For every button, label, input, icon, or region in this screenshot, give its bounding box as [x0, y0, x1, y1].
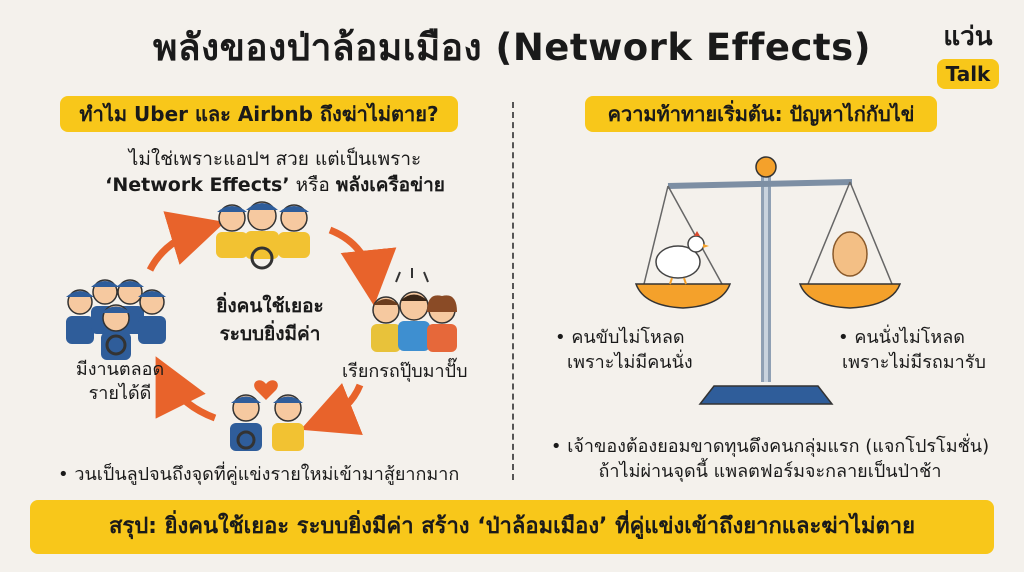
driver-crowd-icon	[66, 279, 166, 360]
bullet-owner-line-1: • เจ้าของต้องยอมขาดทุนดึงคนกลุ่มแรก (แจก…	[550, 436, 990, 457]
cycle-arrow-bottom-right	[300, 382, 364, 435]
bullet-riders: • คนนั่งไม่โหลด เพราะไม่มีรถมารับ	[838, 325, 1013, 375]
bullet-riders-line-2: เพราะไม่มีรถมารับ	[842, 352, 986, 373]
logo-badge: Talk	[937, 59, 999, 89]
label-jobs-line-2: รายได้ดี	[88, 383, 152, 404]
balance-scale-icon	[634, 156, 902, 405]
lead-line-2: ‘Network Effects’ หรือ พลังเครือข่าย	[80, 172, 470, 198]
label-steady-jobs: มีงานตลอด รายได้ดี	[60, 358, 180, 406]
bullet-drivers-line-1: • คนขับไม่โหลด	[555, 327, 685, 348]
lead-connector: หรือ	[289, 174, 336, 196]
left-bullet-loop: • วนเป็นลูปจนถึงจุดที่คู่แข่งรายใหม่เข้า…	[58, 464, 460, 485]
passenger-group-icon	[371, 268, 457, 352]
cycle-arrow-top-left	[146, 211, 226, 272]
cycle-center-text: ยิ่งคนใช้เยอะ ระบบยิ่งมีค่า	[185, 292, 355, 348]
driver-group-top-icon	[216, 201, 310, 270]
cycle-center-line-2: ระบบยิ่งมีค่า	[219, 323, 321, 345]
cycle-arrow-top-right	[328, 226, 397, 306]
cycle-arrow-bottom-left	[155, 356, 217, 422]
logo: แว่น Talk	[928, 16, 1008, 89]
logo-text: แว่น	[943, 22, 993, 52]
right-section-heading: ความท้าทายเริ่มต้น: ปัญหาไก่กับไข่	[585, 96, 937, 132]
bullet-drivers: • คนขับไม่โหลด เพราะไม่มีคนนั่ง	[555, 325, 745, 375]
label-jobs-line-1: มีงานตลอด	[75, 359, 165, 380]
bullet-owner-line-2: ถ้าไม่ผ่านจุดนี้ แพลตฟอร์มจะกลายเป็นป่าช…	[598, 461, 942, 482]
page-title: พลังของป่าล้อมเมือง (Network Effects)	[152, 26, 872, 69]
left-section-heading: ทำไม Uber และ Airbnb ถึงฆ่าไม่ตาย?	[60, 96, 458, 132]
bullet-riders-line-1: • คนนั่งไม่โหลด	[838, 327, 965, 348]
lead-bold-network-power: พลังเครือข่าย	[335, 174, 445, 196]
left-lead-text: ไม่ใช่เพราะแอปฯ สวย แต่เป็นเพราะ ‘Networ…	[80, 146, 470, 198]
section-divider	[512, 102, 514, 480]
bullet-drivers-line-2: เพราะไม่มีคนนั่ง	[567, 352, 693, 373]
bullet-owner: • เจ้าของต้องยอมขาดทุนดึงคนกลุ่มแรก (แจก…	[535, 434, 1005, 484]
egg-icon	[832, 231, 868, 277]
summary-bar: สรุป: ยิ่งคนใช้เยอะ ระบบยิ่งมีค่า สร้าง …	[30, 500, 994, 554]
chicken-icon	[655, 231, 709, 285]
heart-icon	[254, 380, 278, 400]
lead-line-1: ไม่ใช่เพราะแอปฯ สวย แต่เป็นเพราะ	[128, 148, 422, 170]
label-quick-hail: เรียกรถปุ๊บมาปั๊บ	[342, 361, 468, 382]
cycle-center-line-1: ยิ่งคนใช้เยอะ	[216, 295, 324, 317]
lead-bold-network-effects: ‘Network Effects’	[105, 174, 290, 196]
driver-pair-bottom-icon	[230, 394, 304, 451]
